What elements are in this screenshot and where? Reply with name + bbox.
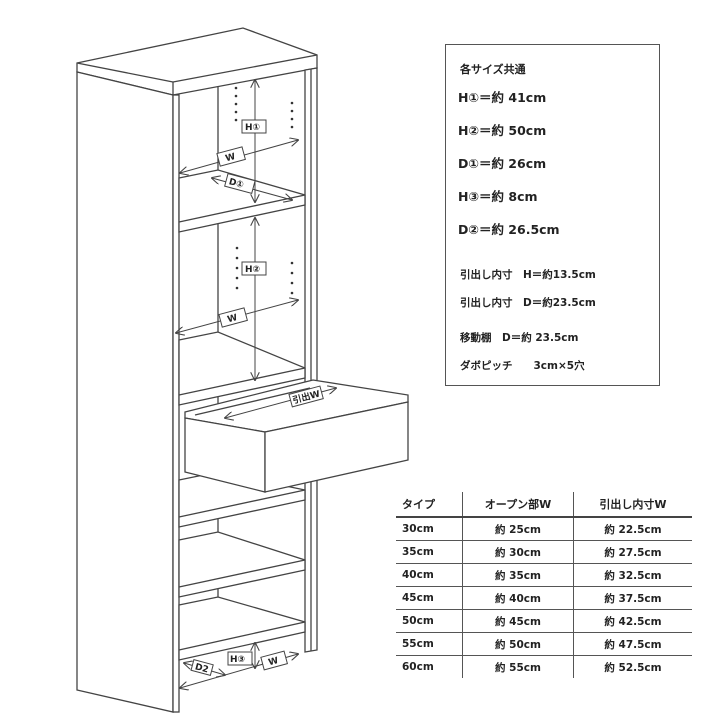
cell-drawer-w: 約 22.5cm <box>573 517 692 541</box>
cell-open-w: 約 40cm <box>462 586 574 610</box>
cell-type: 55cm <box>396 632 463 656</box>
h1-label: H① <box>245 123 260 133</box>
w-bottom-label: W <box>267 656 279 668</box>
note-drawer-h: 引出し内寸 H＝約13.5cm <box>460 269 596 281</box>
spec-title: 各サイズ共通 <box>460 63 526 76</box>
w-mid-label: W <box>226 313 238 325</box>
h3-label: H③ <box>230 655 245 665</box>
col-drawer-w: 引出し内寸W <box>573 492 692 518</box>
w-top-label: W <box>224 152 236 164</box>
spec-d1: D①＝約 26cm <box>458 156 547 171</box>
note-drawer-d: 引出し内寸 D＝約23.5cm <box>460 297 596 309</box>
d2-label: D2 <box>194 662 210 675</box>
cell-open-w: 約 45cm <box>462 609 574 633</box>
col-type: タイプ <box>396 492 463 518</box>
spec-box: 各サイズ共通 H①＝約 41cm H②＝約 50cm D①＝約 26cm H③＝… <box>445 44 660 386</box>
cell-type: 30cm <box>396 517 463 541</box>
cell-type: 40cm <box>396 563 463 587</box>
cell-drawer-w: 約 37.5cm <box>573 586 692 610</box>
spec-h3: H③＝約 8cm <box>458 189 538 204</box>
bottom-shelf <box>178 596 306 661</box>
spec-h1: H①＝約 41cm <box>458 90 547 105</box>
spec-h2: H②＝約 50cm <box>458 123 547 138</box>
cell-type: 45cm <box>396 586 463 610</box>
note-movable-shelf: 移動棚 D＝約 23.5cm <box>460 332 579 344</box>
shelf <box>178 531 306 598</box>
table-header-row: タイプ オープン部W 引出し内寸W <box>396 492 692 518</box>
cell-drawer-w: 約 42.5cm <box>573 609 692 633</box>
cell-type: 60cm <box>396 655 463 678</box>
dowel-holes <box>234 86 294 295</box>
cell-open-w: 約 25cm <box>462 517 574 541</box>
left-side-panel <box>76 71 174 713</box>
cell-open-w: 約 35cm <box>462 563 574 587</box>
h2-label: H② <box>245 265 260 275</box>
spec-d2: D②＝約 26.5cm <box>458 222 560 237</box>
cell-type: 50cm <box>396 609 463 633</box>
cell-drawer-w: 約 32.5cm <box>573 563 692 587</box>
cell-open-w: 約 50cm <box>462 632 574 656</box>
cell-drawer-w: 約 27.5cm <box>573 540 692 564</box>
cell-open-w: 約 55cm <box>462 655 574 678</box>
cell-drawer-w: 約 47.5cm <box>573 632 692 656</box>
note-dowel-pitch: ダボピッチ 3cm×5穴 <box>460 360 585 372</box>
cell-open-w: 約 30cm <box>462 540 574 564</box>
d1-label: D① <box>228 177 245 191</box>
cell-type: 35cm <box>396 540 463 564</box>
col-open-w: オープン部W <box>462 492 574 518</box>
cell-drawer-w: 約 52.5cm <box>604 661 662 674</box>
